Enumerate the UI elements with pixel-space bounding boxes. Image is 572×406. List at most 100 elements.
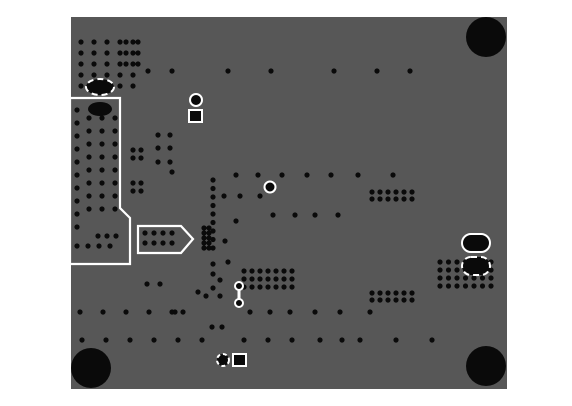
via-icon: [91, 72, 97, 78]
via-icon: [225, 259, 231, 265]
via-icon: [123, 39, 129, 45]
via-icon: [206, 240, 212, 246]
connector-outline-icon: [68, 96, 132, 266]
board-outline: [71, 17, 507, 389]
via-icon: [195, 289, 201, 295]
via-icon: [86, 128, 92, 134]
via-icon: [210, 211, 216, 217]
via-icon: [99, 180, 105, 186]
via-icon: [201, 240, 207, 246]
via-icon: [130, 61, 136, 67]
via-icon: [210, 194, 216, 200]
via-icon: [99, 128, 105, 134]
via-icon: [233, 172, 239, 178]
via-icon: [167, 132, 173, 138]
via-icon: [135, 61, 141, 67]
via-icon: [78, 83, 84, 89]
via-icon: [167, 145, 173, 151]
via-icon: [130, 72, 136, 78]
via-icon: [377, 196, 383, 202]
via-icon: [247, 309, 253, 315]
via-icon: [273, 276, 279, 282]
via-icon: [160, 240, 166, 246]
via-icon: [100, 309, 106, 315]
via-icon: [155, 145, 161, 151]
via-icon: [437, 267, 443, 273]
via-icon: [281, 276, 287, 282]
via-icon: [328, 172, 334, 178]
via-icon: [273, 284, 279, 290]
via-icon: [130, 180, 136, 186]
via-icon: [241, 337, 247, 343]
via-icon: [257, 284, 263, 290]
via-icon: [169, 230, 175, 236]
via-icon: [393, 196, 399, 202]
via-icon: [267, 309, 273, 315]
via-icon: [409, 297, 415, 303]
via-icon: [99, 115, 105, 121]
via-icon: [393, 297, 399, 303]
via-icon: [393, 189, 399, 195]
via-icon: [221, 193, 227, 199]
via-icon: [206, 230, 212, 236]
via-icon: [86, 154, 92, 160]
via-icon: [138, 180, 144, 186]
via-icon: [210, 271, 216, 277]
via-icon: [104, 61, 110, 67]
via-icon: [292, 212, 298, 218]
via-icon: [130, 39, 136, 45]
via-icon: [155, 159, 161, 165]
via-icon: [385, 189, 391, 195]
via-icon: [409, 189, 415, 195]
pad-icon: [188, 109, 203, 123]
via-icon: [265, 268, 271, 274]
via-icon: [86, 180, 92, 186]
via-icon: [385, 290, 391, 296]
via-icon: [479, 283, 486, 289]
via-icon: [257, 268, 263, 274]
via-icon: [374, 68, 380, 74]
via-icon: [99, 141, 105, 147]
via-icon: [357, 337, 363, 343]
pad-icon: [136, 224, 195, 255]
via-icon: [74, 120, 80, 126]
via-icon: [407, 68, 413, 74]
via-icon: [112, 141, 118, 147]
via-group: [74, 39, 494, 343]
via-icon: [201, 230, 207, 236]
via-icon: [74, 211, 80, 217]
via-icon: [257, 193, 263, 199]
via-icon: [86, 167, 92, 173]
via-icon: [99, 193, 105, 199]
pad-icon: [234, 298, 244, 308]
via-icon: [146, 309, 152, 315]
via-icon: [445, 283, 452, 289]
mounting-hole-group: [71, 17, 506, 388]
via-icon: [138, 155, 144, 161]
via-icon: [409, 196, 415, 202]
via-icon: [74, 133, 80, 139]
via-icon: [74, 224, 80, 230]
via-icon: [289, 337, 295, 343]
via-icon: [123, 61, 129, 67]
via-icon: [160, 230, 166, 236]
via-icon: [289, 268, 295, 274]
via-icon: [201, 245, 207, 251]
via-icon: [104, 50, 110, 56]
via-icon: [74, 159, 80, 165]
via-icon: [355, 172, 361, 178]
via-icon: [429, 337, 435, 343]
via-icon: [175, 337, 181, 343]
pad-icon: [85, 78, 115, 96]
via-icon: [237, 193, 243, 199]
via-icon: [78, 50, 84, 56]
via-icon: [401, 297, 407, 303]
via-icon: [454, 267, 460, 273]
via-icon: [151, 230, 157, 236]
via-icon: [206, 225, 212, 231]
via-icon: [337, 309, 343, 315]
via-icon: [104, 39, 110, 45]
via-icon: [142, 240, 148, 246]
via-icon: [454, 283, 460, 289]
